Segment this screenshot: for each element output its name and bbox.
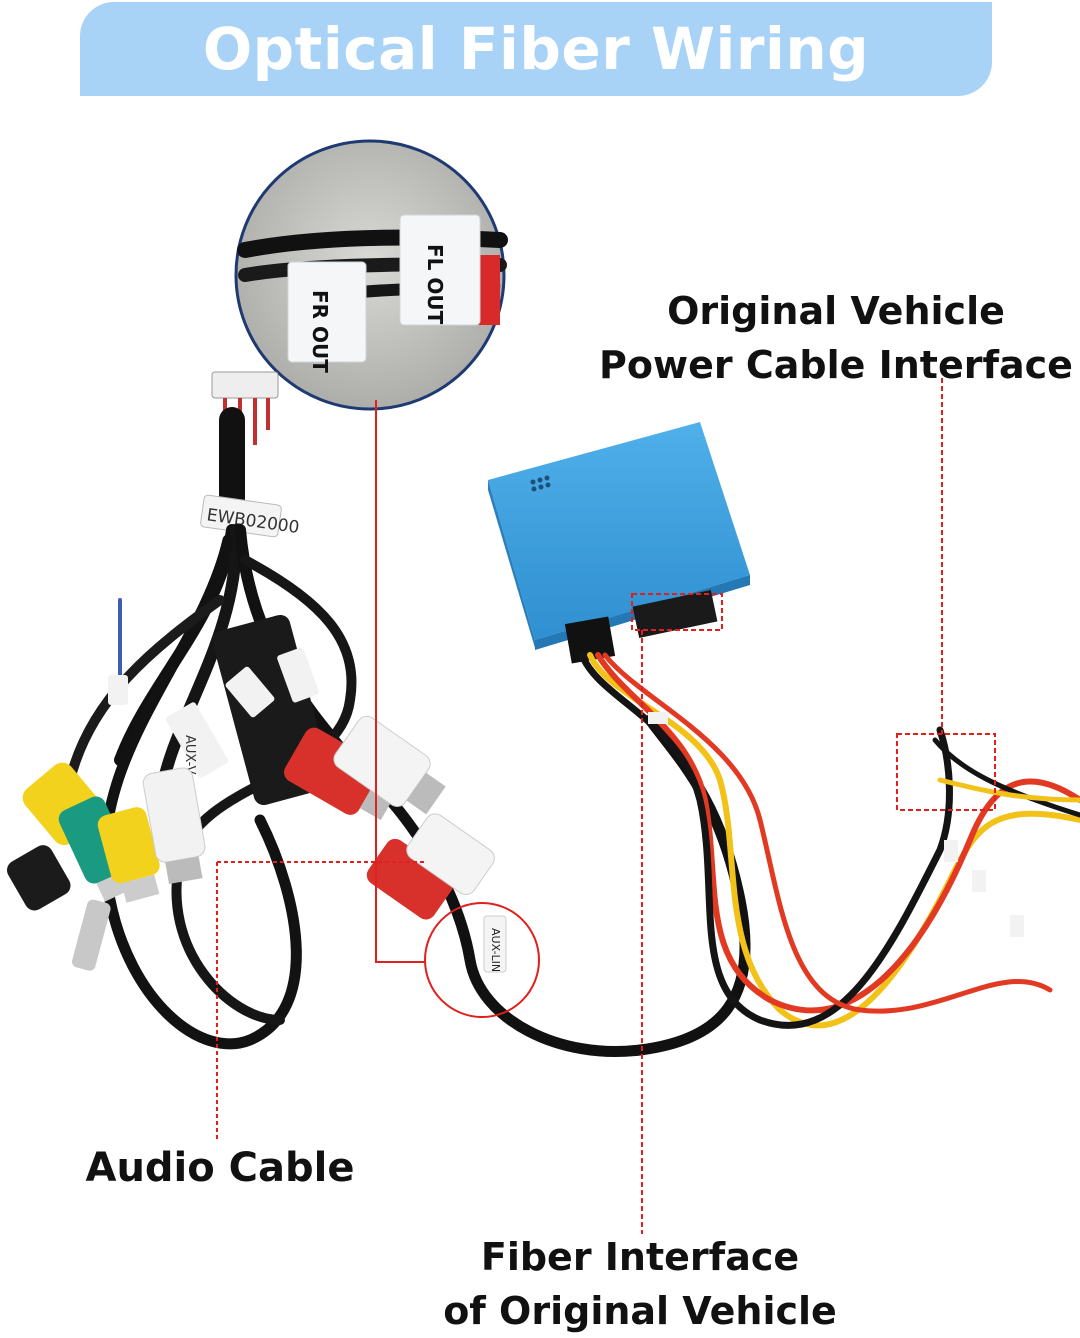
fr-out-tag: FR OUT	[308, 290, 332, 373]
power-label-line1: Original Vehicle	[667, 289, 1005, 333]
callout-markers	[216, 378, 996, 1234]
fl-out-tag: FL OUT	[423, 244, 447, 325]
title-banner	[80, 2, 992, 96]
fiber-module-box	[488, 422, 750, 664]
power-label-line2: Power Cable Interface	[599, 343, 1073, 387]
zoom-inset: FR OUT FL OUT	[234, 139, 508, 411]
aux-lin-cable: AUX-LIN	[483, 915, 507, 973]
audio-cable-label: Audio Cable	[85, 1145, 355, 1191]
power-cables	[578, 651, 1080, 1029]
power-cable-interface-label: Original Vehicle Power Cable Interface	[596, 284, 1076, 392]
harness-connector: EWB02000	[200, 371, 301, 538]
fiber-label-line2: of Original Vehicle	[443, 1289, 837, 1333]
aux-v-tag: AUX-V	[182, 735, 197, 775]
page-title: Optical Fiber Wiring Diagram	[202, 15, 870, 177]
fiber-label-line1: Fiber Interface	[480, 1235, 800, 1279]
rca-plugs	[7, 715, 495, 971]
bundle-tags: AUX-V	[108, 647, 319, 778]
aux-lin-tag: AUX-LIN	[489, 928, 502, 972]
fiber-interface-label: Fiber Interface of Original Vehicle	[420, 1230, 860, 1338]
